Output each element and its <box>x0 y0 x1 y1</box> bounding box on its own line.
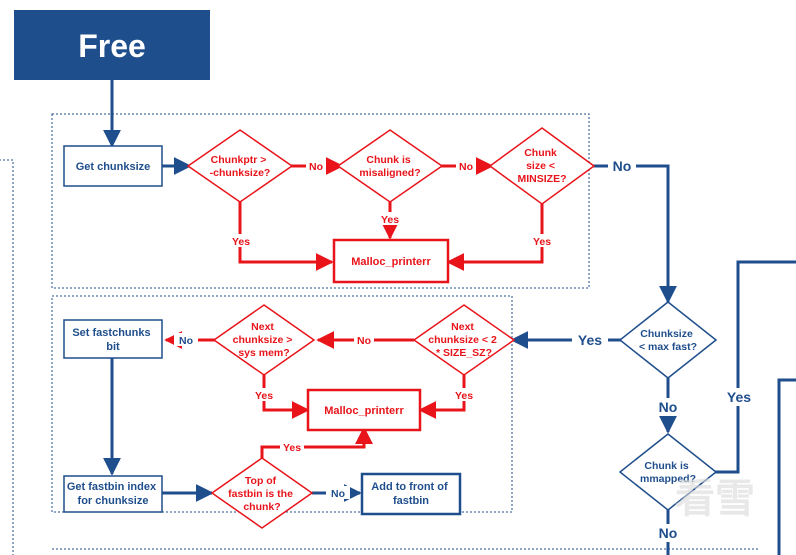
label-mmapped: Chunk is mmapped? <box>640 460 696 485</box>
edge-chunkptr-yes <box>238 200 334 271</box>
diamond-chunkptr <box>186 129 294 203</box>
edge-top-yes <box>260 426 373 458</box>
edge-next-min-yes <box>418 375 466 419</box>
diamond-next-sysmem <box>212 304 316 376</box>
edge-label-next-min-yes: Yes <box>455 390 473 402</box>
diamond-top-fastbin <box>210 457 314 529</box>
label-set-fastchunks-bit: Set fastchunks bit <box>72 327 153 353</box>
box-get-chunksize <box>63 145 163 187</box>
label-next-sysmem: Next chunksize > sys mem? <box>233 321 296 359</box>
label-add-to-front: Add to front of fastbin <box>371 481 450 507</box>
edge-label-misaligned-yes: Yes <box>381 214 399 226</box>
box-add-to-front <box>360 472 462 516</box>
label-get-fastbin-index: Get fastbin index for chunksize <box>67 481 159 507</box>
title-text: Free <box>78 28 146 64</box>
edge-label-mmapped-no: No <box>659 525 678 541</box>
edge-mmapped-yes <box>714 260 796 474</box>
edge-label-misaligned-no: No <box>459 161 473 173</box>
edge-label-next-min-no: No <box>357 335 371 347</box>
edge-next-sysmem-yes <box>262 375 310 419</box>
box-malloc-printerr-1 <box>332 238 450 284</box>
edge-minsize-yes <box>446 200 544 271</box>
label-top-fastbin: Top of fastbin is the chunk? <box>228 475 296 513</box>
diamond-misaligned <box>336 129 444 203</box>
watermark: 看雪 <box>675 477 755 521</box>
diamond-minsize <box>488 127 596 205</box>
edge-label-chunkptr-yes: Yes <box>232 236 250 248</box>
edge-label-top-no: No <box>331 488 345 500</box>
box-malloc-printerr-2 <box>306 388 422 432</box>
label-next-min: Next chunksize < 2 * SIZE_SZ? <box>428 321 500 359</box>
label-chunkptr: Chunkptr > -chunksize? <box>210 154 271 179</box>
diamond-mmapped <box>618 433 718 511</box>
edge-label-maxfast-no: No <box>659 399 678 415</box>
edge-label-minsize-no: No <box>613 158 632 174</box>
label-malloc-printerr-2: Malloc_printerr <box>324 405 404 417</box>
edge-label-chunkptr-no: No <box>309 161 323 173</box>
edge-label-minsize-yes: Yes <box>533 236 551 248</box>
label-minsize: Chunk size < MINSIZE? <box>518 147 567 185</box>
label-malloc-printerr-1: Malloc_printerr <box>351 256 431 268</box>
label-misaligned: Chunk is misaligned? <box>359 154 420 179</box>
edge-label-next-sysmem-no: No <box>179 335 193 347</box>
label-maxfast: Chunksize < max fast? <box>639 328 697 353</box>
label-get-chunksize: Get chunksize <box>76 161 151 173</box>
edge-label-next-sysmem-yes: Yes <box>255 390 273 402</box>
edge-right-branch <box>777 378 796 555</box>
group-box-left <box>0 159 14 555</box>
diamond-next-min <box>412 304 516 376</box>
box-set-fastchunks-bit <box>63 319 163 359</box>
box-get-fastbin-index <box>63 475 163 513</box>
edge-label-top-yes: Yes <box>283 442 301 454</box>
edge-label-maxfast-yes: Yes <box>578 332 602 348</box>
group-box-validation <box>51 113 590 289</box>
title-box <box>14 10 210 80</box>
edge-minsize-no <box>590 164 677 304</box>
diamond-maxfast <box>618 301 718 379</box>
edge-label-mmapped-yes: Yes <box>727 389 751 405</box>
